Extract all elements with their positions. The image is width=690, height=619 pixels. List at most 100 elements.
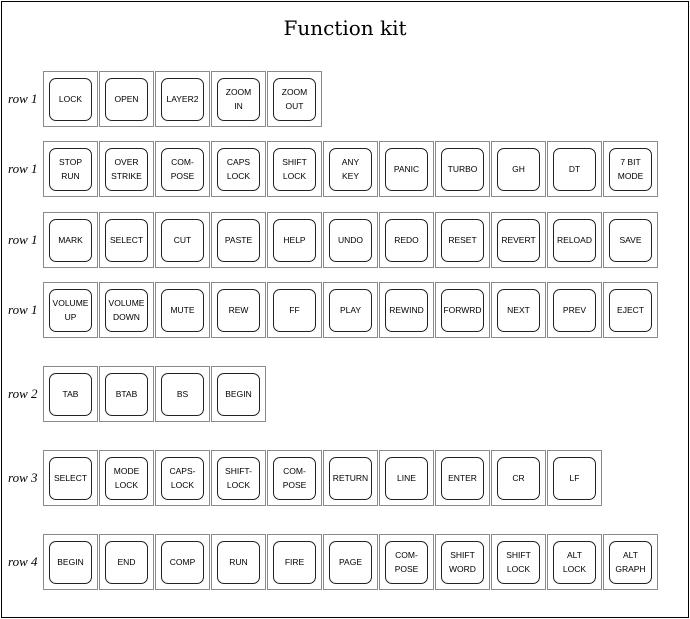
key-button[interactable]: LINE bbox=[385, 456, 428, 500]
key-button[interactable]: MUTE bbox=[161, 288, 204, 332]
key-button[interactable]: PASTE bbox=[217, 218, 260, 262]
key-strip: LOCK OPEN LAYER2 ZOOM IN ZOOM OUT bbox=[43, 71, 322, 127]
key-button[interactable]: FORWRD bbox=[441, 288, 484, 332]
key-button[interactable]: RETURN bbox=[329, 456, 372, 500]
key-button[interactable]: LF bbox=[553, 456, 596, 500]
key-button[interactable]: ANY KEY bbox=[329, 147, 372, 191]
key-button[interactable]: SHIFT- LOCK bbox=[217, 456, 260, 500]
row-label: row 3 bbox=[8, 470, 38, 485]
key-button[interactable]: LOCK bbox=[49, 77, 92, 121]
key-button[interactable]: REWIND bbox=[385, 288, 428, 332]
key-button[interactable]: BTAB bbox=[105, 372, 148, 416]
key-button[interactable]: COM- POSE bbox=[161, 147, 204, 191]
key-button[interactable]: NEXT bbox=[497, 288, 540, 332]
key-button[interactable]: CAPS LOCK bbox=[217, 147, 260, 191]
key-button[interactable]: ALT LOCK bbox=[553, 540, 596, 584]
key-button[interactable]: BS bbox=[161, 372, 204, 416]
key-button[interactable]: MODE LOCK bbox=[105, 456, 148, 500]
key-cell: MUTE bbox=[155, 282, 210, 338]
key-cell: ANY KEY bbox=[323, 141, 378, 197]
key-button[interactable]: SELECT bbox=[105, 218, 148, 262]
key-button[interactable]: DT bbox=[553, 147, 596, 191]
key-button[interactable]: COM- POSE bbox=[385, 540, 428, 584]
key-cell: BEGIN bbox=[211, 366, 266, 422]
key-button[interactable]: RESET bbox=[441, 218, 484, 262]
key-button[interactable]: GH bbox=[497, 147, 540, 191]
key-cell: LOCK bbox=[43, 71, 98, 127]
key-button[interactable]: ZOOM OUT bbox=[273, 77, 316, 121]
row-label: row 1 bbox=[8, 91, 38, 106]
key-cell: NEXT bbox=[491, 282, 546, 338]
key-cell: LAYER2 bbox=[155, 71, 210, 127]
key-button[interactable]: CAPS- LOCK bbox=[161, 456, 204, 500]
key-cell: END bbox=[99, 534, 154, 590]
key-cell: REWIND bbox=[379, 282, 434, 338]
key-cell: CAPS LOCK bbox=[211, 141, 266, 197]
key-button[interactable]: SHIFT LOCK bbox=[497, 540, 540, 584]
key-button[interactable]: OVER STRIKE bbox=[105, 147, 148, 191]
key-button[interactable]: END bbox=[105, 540, 148, 584]
key-button[interactable]: RUN bbox=[217, 540, 260, 584]
key-button[interactable]: BEGIN bbox=[217, 372, 260, 416]
key-button[interactable]: 7 BIT MODE bbox=[609, 147, 652, 191]
key-button[interactable]: PANIC bbox=[385, 147, 428, 191]
key-button[interactable]: STOP RUN bbox=[49, 147, 92, 191]
key-button[interactable]: EJECT bbox=[609, 288, 652, 332]
key-button[interactable]: UNDO bbox=[329, 218, 372, 262]
key-cell: SAVE bbox=[603, 212, 658, 268]
key-button[interactable]: SELECT bbox=[49, 456, 92, 500]
key-cell: COM- POSE bbox=[155, 141, 210, 197]
key-button[interactable]: PAGE bbox=[329, 540, 372, 584]
key-cell: SHIFT WORD bbox=[435, 534, 490, 590]
key-cell: FF bbox=[267, 282, 322, 338]
key-strip: VOLUME UP VOLUME DOWN MUTE REW FF PLAY REWIND F… bbox=[43, 282, 658, 338]
key-cell: RETURN bbox=[323, 450, 378, 506]
key-cell: ALT LOCK bbox=[547, 534, 602, 590]
key-button[interactable]: ENTER bbox=[441, 456, 484, 500]
key-button[interactable]: OPEN bbox=[105, 77, 148, 121]
key-cell: SELECT bbox=[43, 450, 98, 506]
key-cell: CR bbox=[491, 450, 546, 506]
key-row: row 1 STOP RUN OVER STRIKE COM- POSE CAPS LO… bbox=[0, 141, 690, 197]
key-button[interactable]: REW bbox=[217, 288, 260, 332]
key-button[interactable]: CR bbox=[497, 456, 540, 500]
key-button[interactable]: ALT GRAPH bbox=[609, 540, 652, 584]
key-button[interactable]: PREV bbox=[553, 288, 596, 332]
key-strip: SELECT MODE LOCK CAPS- LOCK SHIFT- LOCK COM-… bbox=[43, 450, 602, 506]
key-cell: SELECT bbox=[99, 212, 154, 268]
key-button[interactable]: MARK bbox=[49, 218, 92, 262]
key-button[interactable]: VOLUME DOWN bbox=[105, 288, 148, 332]
key-strip: STOP RUN OVER STRIKE COM- POSE CAPS LOCK SHI… bbox=[43, 141, 658, 197]
key-button[interactable]: PLAY bbox=[329, 288, 372, 332]
key-button[interactable]: SAVE bbox=[609, 218, 652, 262]
key-button[interactable]: SHIFT LOCK bbox=[273, 147, 316, 191]
key-button[interactable]: FF bbox=[273, 288, 316, 332]
key-strip: TAB BTAB BS BEGIN bbox=[43, 366, 266, 422]
key-cell: BTAB bbox=[99, 366, 154, 422]
key-cell: COMP bbox=[155, 534, 210, 590]
key-button[interactable]: RELOAD bbox=[553, 218, 596, 262]
key-cell: CAPS- LOCK bbox=[155, 450, 210, 506]
key-button[interactable]: TAB bbox=[49, 372, 92, 416]
key-button[interactable]: LAYER2 bbox=[161, 77, 204, 121]
row-label: row 1 bbox=[8, 161, 38, 176]
key-button[interactable]: VOLUME UP bbox=[49, 288, 92, 332]
key-button[interactable]: BEGIN bbox=[49, 540, 92, 584]
key-button[interactable]: COM- POSE bbox=[273, 456, 316, 500]
key-button[interactable]: ZOOM IN bbox=[217, 77, 260, 121]
key-cell: RESET bbox=[435, 212, 490, 268]
key-button[interactable]: HELP bbox=[273, 218, 316, 262]
key-cell: OVER STRIKE bbox=[99, 141, 154, 197]
row-label: row 1 bbox=[8, 302, 38, 317]
key-button[interactable]: COMP bbox=[161, 540, 204, 584]
key-button[interactable]: SHIFT WORD bbox=[441, 540, 484, 584]
key-cell: TAB bbox=[43, 366, 98, 422]
key-button[interactable]: FIRE bbox=[273, 540, 316, 584]
key-button[interactable]: REVERT bbox=[497, 218, 540, 262]
key-button[interactable]: CUT bbox=[161, 218, 204, 262]
key-button[interactable]: REDO bbox=[385, 218, 428, 262]
key-cell: PAGE bbox=[323, 534, 378, 590]
key-button[interactable]: TURBO bbox=[441, 147, 484, 191]
key-row: row 1 LOCK OPEN LAYER2 ZOOM IN ZOOM OUT bbox=[0, 71, 690, 127]
